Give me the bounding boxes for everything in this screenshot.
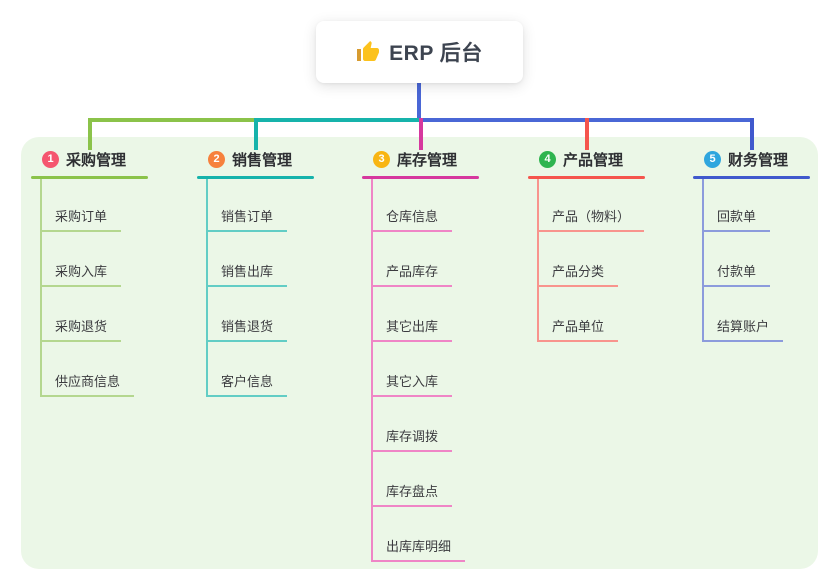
child-node-label: 采购退货 [55, 319, 108, 334]
root-node-label[interactable]: ERP 后台 [389, 42, 483, 65]
child-node[interactable]: 回款单 [702, 208, 771, 232]
branch-underline [197, 176, 314, 179]
child-node-label: 采购入库 [55, 264, 108, 279]
child-node[interactable]: 产品分类 [537, 263, 619, 287]
branch-number-badge: 3 [373, 150, 390, 168]
branch-title-label: 采购管理 [66, 151, 127, 169]
branch-vertical-line [371, 179, 373, 562]
branch-title[interactable]: 5 财务管理 [693, 146, 810, 172]
child-node-label: 仓库信息 [386, 209, 439, 224]
branch-vertical-line [206, 179, 208, 397]
branch-title-label: 产品管理 [563, 151, 624, 169]
root-connector-line [417, 83, 421, 122]
child-node[interactable]: 采购订单 [40, 208, 122, 232]
branch-title[interactable]: 3 库存管理 [362, 146, 479, 172]
child-node-label: 回款单 [717, 209, 757, 224]
branch-number-badge: 2 [208, 150, 225, 168]
child-node-label: 客户信息 [221, 374, 274, 389]
child-node[interactable]: 仓库信息 [371, 208, 453, 232]
child-node-label: 库存盘点 [386, 484, 439, 499]
child-node[interactable]: 采购退货 [40, 318, 122, 342]
branch-vertical-line [537, 179, 539, 342]
branch-underline [362, 176, 479, 179]
child-node[interactable]: 采购入库 [40, 263, 122, 287]
branch-title-label: 财务管理 [728, 151, 789, 169]
child-node[interactable]: 销售订单 [206, 208, 288, 232]
branch: 3 库存管理 仓库信息产品库存其它出库其它入库库存调拨库存盘点出库库明细 [362, 0, 512, 588]
child-node-label: 销售退货 [221, 319, 274, 334]
connector-drop [254, 118, 258, 150]
child-node-label: 产品分类 [552, 264, 605, 279]
connector-drop [585, 118, 589, 150]
branch-title[interactable]: 1 采购管理 [31, 146, 148, 172]
branch-underline [693, 176, 810, 179]
child-node-label: 其它出库 [386, 319, 439, 334]
branch-number-badge: 4 [539, 150, 556, 168]
branch-underline [31, 176, 148, 179]
child-node-label: 销售出库 [221, 264, 274, 279]
child-node[interactable]: 其它出库 [371, 318, 453, 342]
child-node-label: 出库库明细 [386, 539, 452, 554]
branch: 5 财务管理 回款单付款单结算账户 [693, 0, 839, 588]
child-node-label: 产品库存 [386, 264, 439, 279]
branch-title[interactable]: 4 产品管理 [528, 146, 645, 172]
child-node-label: 结算账户 [717, 319, 770, 334]
branch-number-badge: 1 [42, 150, 59, 168]
branch: 1 采购管理 采购订单采购入库采购退货供应商信息 [31, 0, 181, 588]
connector-drop [88, 118, 92, 150]
child-node-label: 产品（物料） [552, 209, 631, 224]
child-node[interactable]: 产品库存 [371, 263, 453, 287]
child-node[interactable]: 库存盘点 [371, 483, 453, 507]
branches-panel [21, 137, 818, 569]
branch-vertical-line [702, 179, 704, 342]
connector-segment-green [88, 118, 258, 122]
child-node[interactable]: 付款单 [702, 263, 771, 287]
branch-title[interactable]: 2 销售管理 [197, 146, 314, 172]
child-node-label: 产品单位 [552, 319, 605, 334]
child-node[interactable]: 销售出库 [206, 263, 288, 287]
branch-title-label: 销售管理 [232, 151, 293, 169]
child-node[interactable]: 其它入库 [371, 373, 453, 397]
branch-underline [528, 176, 645, 179]
child-node[interactable]: 供应商信息 [40, 373, 135, 397]
child-node-label: 供应商信息 [55, 374, 121, 389]
child-node-label: 库存调拨 [386, 429, 439, 444]
branch: 4 产品管理 产品（物料） 产品分类产品单位 [528, 0, 678, 588]
thumbs-up-icon [356, 40, 380, 64]
branch: 2 销售管理 销售订单销售出库销售退货客户信息 [197, 0, 347, 588]
child-node[interactable]: 库存调拨 [371, 428, 453, 452]
connector-drop [419, 118, 423, 150]
child-node[interactable]: 产品单位 [537, 318, 619, 342]
child-node[interactable]: 结算账户 [702, 318, 784, 342]
connector-segment-teal [254, 118, 423, 122]
child-node[interactable]: 客户信息 [206, 373, 288, 397]
branch-vertical-line [40, 179, 42, 397]
child-node[interactable]: 产品（物料） [537, 208, 645, 232]
connector-drop [750, 118, 754, 150]
branch-title-label: 库存管理 [397, 151, 458, 169]
child-node-label: 付款单 [717, 264, 757, 279]
child-node-label: 采购订单 [55, 209, 108, 224]
root-node[interactable]: ERP 后台 [316, 21, 523, 83]
child-node[interactable]: 销售退货 [206, 318, 288, 342]
branch-number-badge: 5 [704, 150, 721, 168]
child-node[interactable]: 出库库明细 [371, 538, 466, 562]
child-node-label: 其它入库 [386, 374, 439, 389]
child-node-label: 销售订单 [221, 209, 274, 224]
